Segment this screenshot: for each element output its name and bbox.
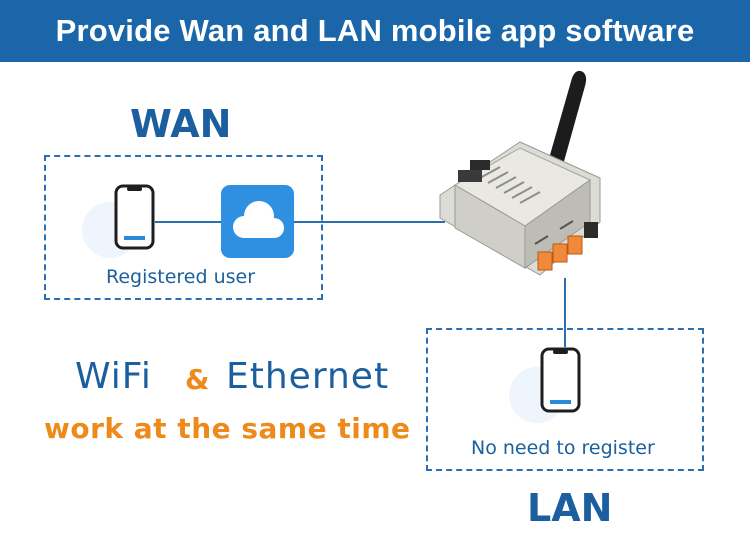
banner-title: Provide Wan and LAN mobile app software bbox=[55, 13, 695, 48]
wan-dashed-box bbox=[44, 155, 323, 300]
antenna-icon bbox=[548, 70, 587, 165]
cloud-icon bbox=[221, 185, 294, 258]
relay-module-icon bbox=[439, 70, 601, 276]
lan-caption: No need to register bbox=[471, 437, 655, 459]
lan-phone-icon bbox=[509, 347, 581, 423]
wan-caption: Registered user bbox=[106, 266, 256, 288]
ethernet-label: Ethernet bbox=[226, 356, 390, 397]
wifi-label: WiFi bbox=[75, 356, 152, 397]
lan-dashed-box bbox=[426, 328, 704, 471]
lan-heading: LAN bbox=[527, 486, 613, 530]
ampersand-label: & bbox=[185, 363, 210, 396]
title-banner: Provide Wan and LAN mobile app software bbox=[0, 0, 750, 62]
wan-phone-icon bbox=[82, 184, 155, 258]
wan-heading: WAN bbox=[130, 102, 232, 146]
tagline: work at the same time bbox=[44, 412, 411, 445]
